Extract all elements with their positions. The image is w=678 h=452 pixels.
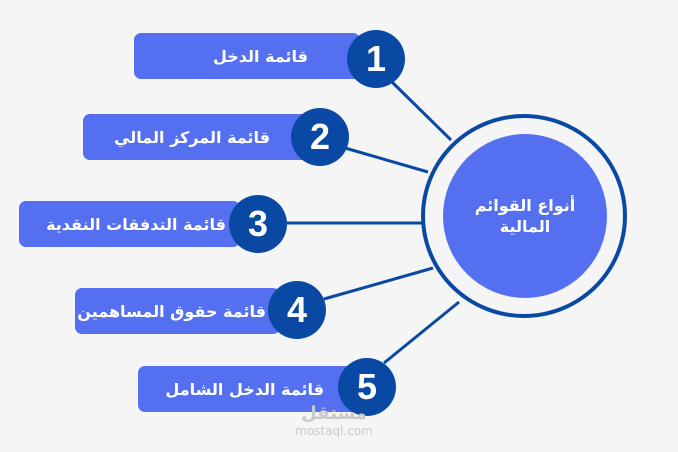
item-5-label: قائمة الدخل الشامل	[165, 379, 324, 399]
item-2-number-badge: 2	[291, 108, 349, 166]
item-3-label-box: قائمة التدفقات النقدية	[19, 201, 240, 247]
item-5-number: 5	[356, 366, 378, 407]
item-1-number-badge: 1	[347, 30, 405, 88]
item-2-label: قائمة المركز المالي	[114, 127, 270, 147]
connector-2	[344, 146, 429, 174]
watermark-latin: mostaql.com	[295, 424, 373, 438]
watermark: مستقل mostaql.com	[294, 403, 374, 439]
item-5-number-badge: 5	[338, 358, 396, 416]
item-3-number-badge: 3	[229, 195, 287, 253]
item-4-number: 4	[286, 289, 308, 330]
hub-title: أنواع القوائم المالية	[474, 196, 576, 236]
item-1-label-box: قائمة الدخل	[134, 33, 360, 79]
item-1-number: 1	[365, 38, 387, 79]
hub-circle: أنواع القوائم المالية	[443, 134, 607, 298]
item-5-label-box: قائمة الدخل الشامل	[138, 366, 360, 412]
connector-1	[390, 80, 453, 142]
item-4-number-badge: 4	[268, 281, 326, 339]
item-3-label: قائمة التدفقات النقدية	[46, 214, 226, 234]
connector-4	[323, 266, 434, 301]
connector-5	[383, 300, 460, 365]
item-4-label-box: قائمة حقوق المساهمين	[75, 288, 280, 334]
watermark-arabic: مستقل	[301, 403, 367, 424]
item-2-number: 2	[309, 116, 331, 157]
item-3-number: 3	[247, 203, 269, 244]
item-1-label: قائمة الدخل	[212, 46, 308, 66]
item-2-label-box: قائمة المركز المالي	[83, 114, 310, 160]
item-4-label: قائمة حقوق المساهمين	[77, 301, 266, 321]
